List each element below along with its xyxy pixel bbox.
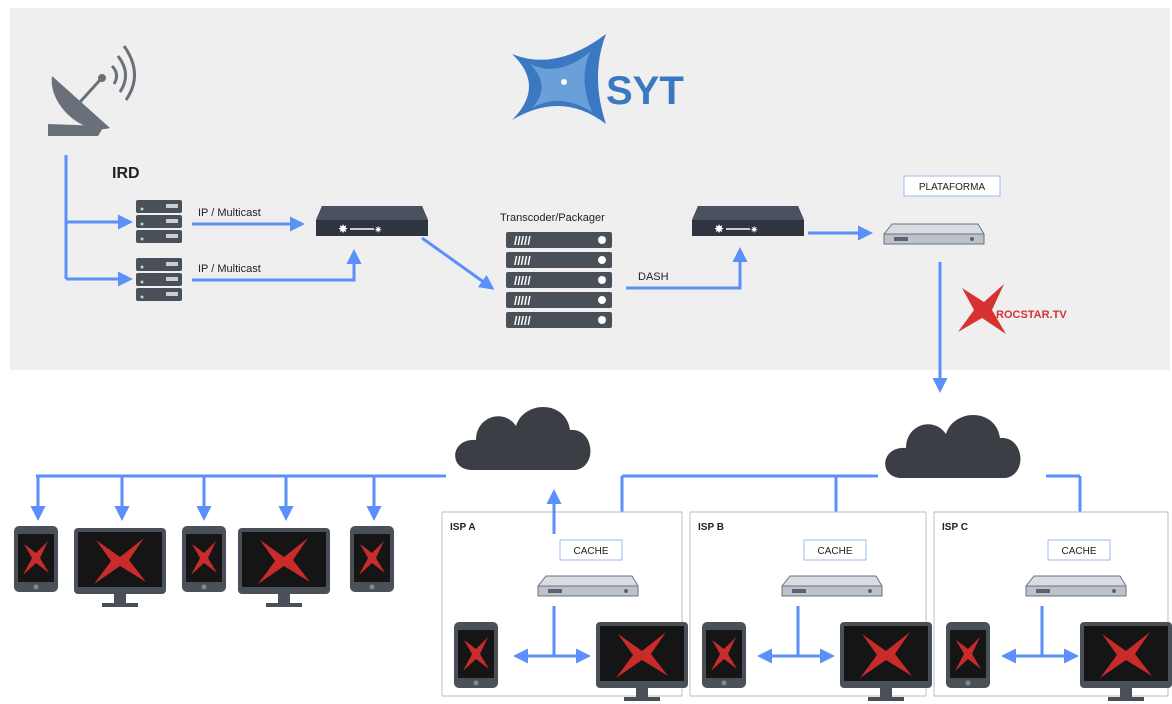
ip-multicast-arrow-2 <box>192 249 362 282</box>
syt-logo: SYT <box>512 34 684 124</box>
isp-b-cache-label: CACHE <box>817 546 852 557</box>
svg-text://///: ///// <box>514 274 531 288</box>
isp-a-cache-box <box>559 539 623 561</box>
satellite-dish-icon <box>48 45 136 136</box>
user-monitor-1 <box>74 528 166 607</box>
isp-c-cache-box <box>1047 539 1111 561</box>
isp-c-box: ISP C CACHE <box>933 511 1172 701</box>
dash-arrow <box>626 247 748 290</box>
svg-text://///: ///// <box>514 314 531 328</box>
platform-server <box>883 223 985 245</box>
isp-a-label: ISP A <box>450 522 476 533</box>
plataforma-box <box>903 175 1001 197</box>
isp-c-cache-label: CACHE <box>1061 546 1096 557</box>
isp-c-tablet <box>946 622 990 688</box>
user-tablet-3 <box>350 526 394 592</box>
svg-text://///: ///// <box>514 254 531 268</box>
user-tablet-1 <box>14 526 58 592</box>
rocstar-logo-text: ROCSTAR.TV <box>996 309 1067 321</box>
isp-c-label: ISP C <box>942 522 968 533</box>
isp-a-box: ISP A CACHE <box>441 489 688 701</box>
isp-c-cache-server <box>1025 575 1127 597</box>
network-switch-1 <box>315 205 429 237</box>
svg-text://///: ///// <box>514 234 531 248</box>
transcoder-rack: ///// ///// ///// ///// ///// <box>506 232 612 328</box>
dash-label: DASH <box>638 271 669 283</box>
network-switch-2 <box>691 205 805 237</box>
ird-label: IRD <box>112 165 140 182</box>
isp-b-cache-server <box>781 575 883 597</box>
svg-text://///: ///// <box>514 294 531 308</box>
isp-b-cache-box <box>803 539 867 561</box>
isp-a-cache-server <box>537 575 639 597</box>
switch-to-transcoder-arrow <box>421 236 495 290</box>
isp-a-tablet <box>454 622 498 688</box>
rocstar-logo: ROCSTAR.TV <box>958 284 1067 334</box>
syt-logo-text: SYT <box>606 69 684 113</box>
user-tablet-2 <box>182 526 226 592</box>
ip-multicast-label-1: IP / Multicast <box>198 207 261 219</box>
cloud-right-icon <box>885 414 1021 478</box>
ird-receiver-2 <box>136 258 182 301</box>
isp-b-label: ISP B <box>698 522 724 533</box>
cloud-left-icon <box>455 406 591 470</box>
isp-a-cache-label: CACHE <box>573 546 608 557</box>
isp-b-box: ISP B CACHE <box>689 511 932 701</box>
ird-receiver-1 <box>136 200 182 243</box>
user-monitor-2 <box>238 528 330 607</box>
plataforma-label: PLATAFORMA <box>919 182 986 193</box>
ip-multicast-label-2: IP / Multicast <box>198 263 261 275</box>
isp-b-tablet <box>702 622 746 688</box>
transcoder-label: Transcoder/Packager <box>500 212 605 224</box>
